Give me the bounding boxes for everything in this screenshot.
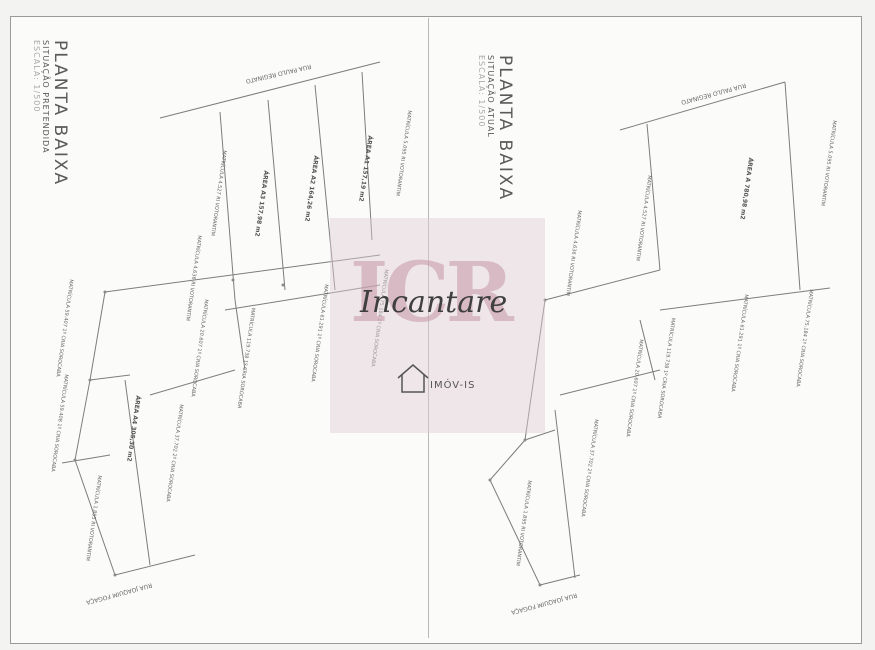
watermark-tagline: IMÓV-IS	[430, 380, 476, 391]
left-plan-title: PLANTA BAIXA	[50, 40, 70, 187]
watermark-brand: ICR	[350, 245, 514, 341]
house-icon	[397, 364, 429, 393]
drawing-sheet	[10, 16, 862, 644]
right-plan-title-block: PLANTA BAIXA SITUAÇÃO ATUAL ESCALA: 1/50…	[477, 55, 515, 201]
left-street-line-top	[159, 61, 381, 119]
right-street-line-top	[619, 81, 786, 131]
right-plan-title: PLANTA BAIXA	[495, 55, 515, 202]
watermark-background	[330, 218, 545, 433]
left-plan-scale: ESCALA: 1/500	[32, 40, 41, 113]
left-plan-title-block: PLANTA BAIXA SITUAÇÃO PRETENDIDA ESCALA:…	[32, 40, 70, 186]
right-plan-subtitle: SITUAÇÃO ATUAL	[486, 55, 495, 138]
right-plan-scale: ESCALA: 1/500	[477, 55, 486, 128]
left-plan-subtitle: SITUAÇÃO PRETENDIDA	[41, 40, 50, 154]
watermark-name: Incantare	[360, 285, 508, 320]
sheet-divider	[428, 18, 429, 638]
